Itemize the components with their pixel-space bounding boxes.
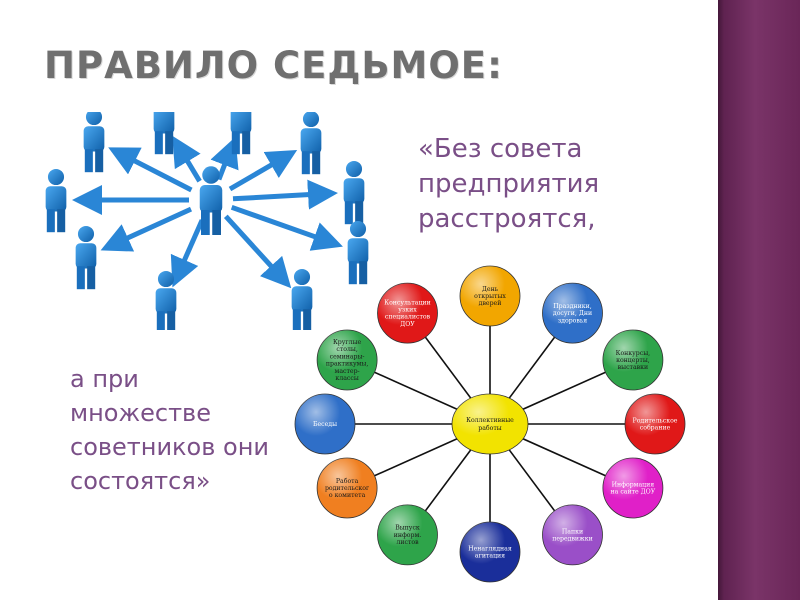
wheel-node-label: Беседы [313,421,337,428]
person-figure [153,112,175,155]
band-shadow [718,0,724,600]
quote-top-line: «Без совета [418,134,583,164]
person-figure [155,270,177,330]
wheel-node-label: на сайте ДОУ [611,489,656,496]
person-figure [291,268,313,330]
wheel-node-label: Папки [562,528,583,535]
wheel-node-label: специалистов [385,314,431,321]
wheel-node-label: выставки [618,364,648,371]
quote-bottom: а при множестве советников они состоятся… [70,362,310,498]
wheel-node-label: родительског [325,485,369,492]
connection-arrow [172,135,202,183]
wheel-node-label: агитация [475,553,505,560]
person-figures [45,112,369,330]
quote-bottom-line: состоятся» [70,467,211,495]
wheel-node-label: досуги, Дни [553,310,592,317]
decorative-side-band [718,0,800,600]
wheel-node-label: Конкурсы, [616,350,650,357]
person-figure [199,166,223,235]
wheel-node-label: информ. [394,532,422,539]
wheel-node-label: дверей [479,300,502,307]
person-figure [45,168,67,233]
wheel-node-label: Ненаглядная [468,545,512,552]
wheel-node-label: листов [396,539,419,546]
wheel-node-label: здоровья [558,317,587,324]
connection-arrow [223,214,292,289]
connection-arrow [170,219,205,288]
wheel-node-label: Консультации [384,299,430,306]
connection-arrow [228,149,298,192]
person-figure [230,112,252,155]
connection-arrow [108,147,193,193]
wheel-node: Беседы [294,393,356,455]
slide-title: ПРАВИЛО СЕДЬМОЕ: [44,44,503,87]
person-figure [300,112,322,175]
person-figure [347,220,369,285]
wheel-node: Конкурсы,концерты,выставки [602,329,664,391]
wheel-node-label: Работа [336,478,359,485]
quote-top-line: расстроятся, [418,204,596,234]
wheel-node-label: концерты, [616,357,650,364]
person-figure [83,112,105,173]
wheel-node-label: Праздники, [553,303,591,310]
wheel-node-label: День [482,286,499,293]
person-figure [75,225,97,290]
wheel-node-label: Информация [612,481,655,488]
connection-arrow [100,206,193,252]
wheel-node: Круглыестолы,семинары-практикумы,мастер-… [316,329,378,391]
wheel-node-label: семинары- [330,353,365,360]
quote-bottom-line: множестве [70,399,211,427]
wheel-center-label: работы [478,425,502,432]
wheel-node-label: классы [335,375,358,382]
connection-arrow [210,136,239,181]
quote-bottom-line: советников они [70,433,269,461]
connection-arrow [230,204,343,251]
people-network-illustration [45,112,369,330]
wheel-node-label: ДОУ [400,321,415,328]
quote-top-line: предприятия [418,169,600,199]
wheel-node-label: мастер- [335,368,360,375]
wheel-node-label: практикумы, [326,361,368,368]
wheel-node-label: столы, [336,346,357,353]
wheel-node-label: Круглые [333,339,361,346]
wheel-node-label: передвижки [552,536,593,543]
wheel-node-label: Родительское [633,417,678,424]
person-figure [343,160,365,225]
wheel-node-label: о комитета [329,492,366,499]
wheel-node-label: открытых [474,293,506,300]
connection-arrow [232,179,338,210]
quote-top: «Без совета предприятия расстроятся, [418,132,698,237]
wheel-node-label: Выпуск [395,525,420,532]
wheel-center-label: Коллективные [466,417,514,424]
wheel-node-label: собрание [640,425,671,432]
quote-bottom-line: а при [70,365,139,393]
connection-arrows [72,135,343,289]
wheel-node-label: узких [398,307,417,314]
